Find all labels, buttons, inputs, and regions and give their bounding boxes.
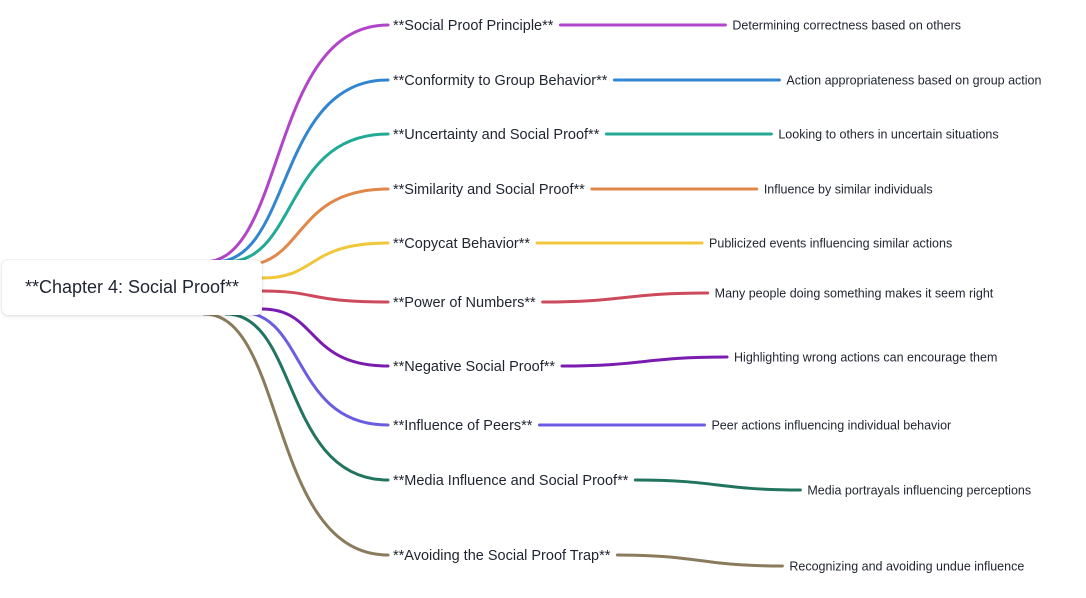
leaf-node-label[interactable]: Media portrayals influencing perceptions [807, 484, 1031, 498]
branch-node-label[interactable]: **Influence of Peers** [393, 418, 533, 434]
leaf-node-label[interactable]: Looking to others in uncertain situation… [778, 128, 998, 142]
root-connector [224, 312, 390, 482]
branch-node-label[interactable]: **Power of Numbers** [393, 295, 536, 311]
label-layer: **Social Proof Principle** Determining co… [393, 18, 1041, 574]
leaf-node-label[interactable]: Publicized events influencing similar ac… [709, 237, 952, 251]
leaf-node-label[interactable]: Peer actions influencing individual beha… [711, 419, 951, 433]
leaf-node-label[interactable]: Recognizing and avoiding undue influence [789, 560, 1024, 574]
leaf-node-label[interactable]: Determining correctness based on others [732, 19, 961, 33]
branch-node-label[interactable]: **Social Proof Principle** [393, 18, 554, 34]
root-connector [202, 312, 390, 557]
branch-node-label[interactable]: **Media Influence and Social Proof** [393, 473, 629, 489]
branch-node-label[interactable]: **Copycat Behavior** [393, 236, 530, 252]
root-connector [260, 307, 390, 368]
leaf-connector [633, 478, 802, 492]
root-connector [224, 132, 390, 264]
branch-node-label[interactable]: **Avoiding the Social Proof Trap** [393, 548, 611, 564]
branch-node-label[interactable]: **Similarity and Social Proof** [393, 182, 585, 198]
root-connector [202, 23, 390, 264]
root-node[interactable]: **Chapter 4: Social Proof** [2, 260, 262, 315]
leaf-connector [615, 553, 784, 568]
leaf-node-label[interactable]: Influence by similar individuals [764, 183, 933, 197]
root-connector [213, 78, 390, 264]
branch-node-label[interactable]: **Conformity to Group Behavior** [393, 73, 608, 89]
root-connector [238, 310, 390, 427]
branch-node-label[interactable]: **Negative Social Proof** [393, 359, 555, 375]
leaf-node-label[interactable]: Highlighting wrong actions can encourage… [734, 351, 997, 365]
connector-layer [202, 23, 802, 568]
root-connector [260, 241, 390, 280]
root-connector [260, 289, 390, 304]
leaf-connector [560, 355, 729, 368]
leaf-node-label[interactable]: Many people doing something makes it see… [715, 287, 994, 301]
leaf-connector [541, 291, 710, 304]
leaf-node-label[interactable]: Action appropriateness based on group ac… [786, 74, 1041, 88]
branch-node-label[interactable]: **Uncertainty and Social Proof** [393, 127, 600, 143]
root-node-label: **Chapter 4: Social Proof** [24, 277, 240, 297]
